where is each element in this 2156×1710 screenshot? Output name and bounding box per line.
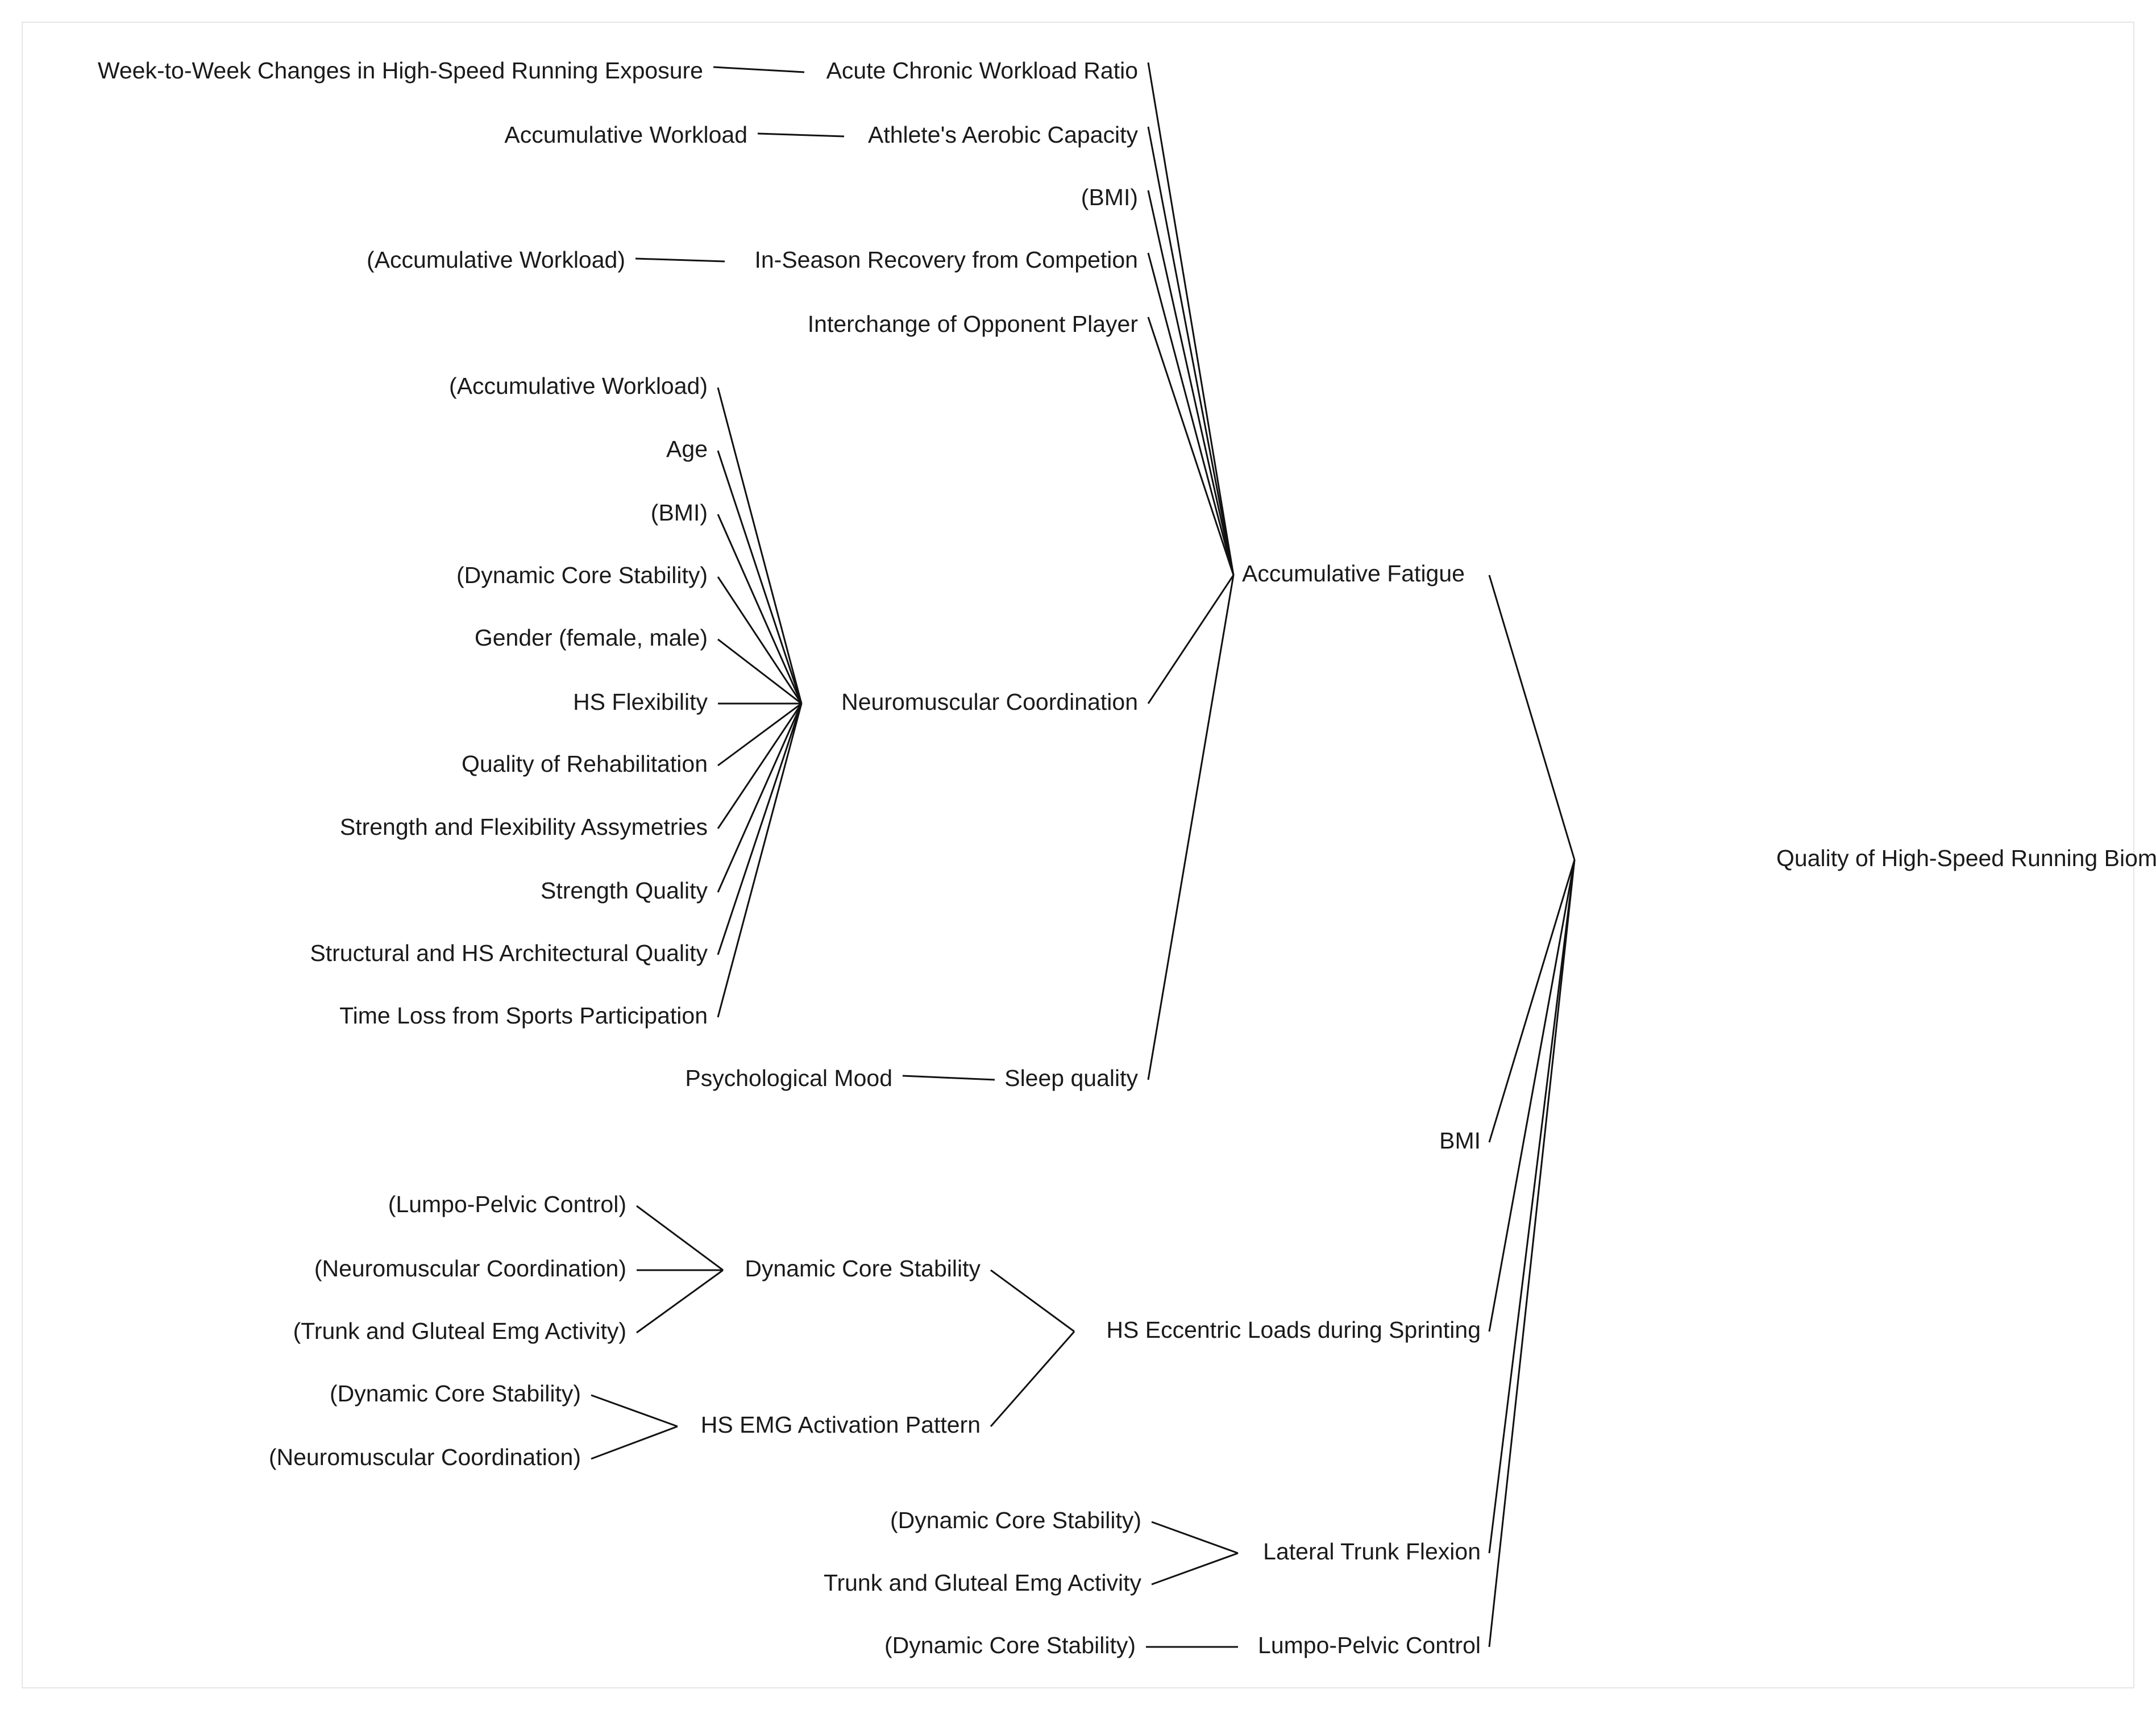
edge-neuro-to-acc_fatigue <box>1147 575 1235 704</box>
edge-interchange-to-acc_fatigue <box>1147 317 1235 576</box>
edge-nc_ref2-to-emg_pattern <box>591 1425 678 1460</box>
edge-bmi_ref_nc-to-neuro <box>717 514 803 704</box>
edge-strength-to-neuro <box>717 703 803 893</box>
edge-acc_workload_ref2-to-neuro <box>717 387 803 704</box>
node-acc-workload-ref1: (Accumulative Workload) <box>367 247 625 273</box>
edge-tge-to-lat_trunk <box>1151 1552 1239 1586</box>
node-acc-fatigue: Accumulative Fatigue <box>1242 560 1465 586</box>
node-age: Age <box>666 436 708 462</box>
node-acwr: Acute Chronic Workload Ratio <box>826 57 1138 84</box>
node-nc-ref2: (Neuromuscular Coordination) <box>269 1444 581 1470</box>
edge-bmi_main-to-root <box>1488 859 1576 1143</box>
edge-asym-to-neuro <box>717 703 803 829</box>
node-hs-flex: HS Flexibility <box>573 689 708 715</box>
edge-layer <box>591 62 1576 1648</box>
node-mood: Psychological Mood <box>685 1065 892 1091</box>
node-sleep: Sleep quality <box>1004 1065 1138 1091</box>
edge-tge_ref-to-dcs <box>636 1269 724 1334</box>
edge-timeloss-to-neuro <box>717 703 803 1018</box>
edge-aerobic-to-acc_fatigue <box>1147 126 1235 576</box>
edge-lpc_ref-to-dcs <box>636 1205 724 1271</box>
node-timeloss: Time Loss from Sports Participation <box>339 1002 708 1029</box>
node-rehab: Quality of Rehabilitation <box>462 751 708 777</box>
node-dcs-ref-lpc: (Dynamic Core Stability) <box>884 1632 1136 1658</box>
node-aerobic: Athlete's Aerobic Capacity <box>868 122 1139 148</box>
edge-acc_workload_ref1-to-recovery <box>635 257 725 263</box>
label-layer: Quality of High-Speed Running Biomechani… <box>98 57 2156 1658</box>
node-root: Quality of High-Speed Running Biomechani… <box>1776 845 2156 871</box>
node-acc-workload-ref2: (Accumulative Workload) <box>449 373 708 399</box>
node-bmi-ref-af: (BMI) <box>1081 184 1138 210</box>
edge-acc_fatigue-to-root <box>1488 575 1576 860</box>
edge-rehab-to-neuro <box>717 702 802 767</box>
edge-recovery-to-acc_fatigue <box>1147 252 1235 576</box>
node-acc-workload: Accumulative Workload <box>504 122 747 148</box>
diagram-frame <box>22 22 2134 1688</box>
edge-mood-to-sleep <box>902 1075 995 1081</box>
node-lat-trunk: Lateral Trunk Flexion <box>1263 1538 1481 1565</box>
edge-week_change-to-acwr <box>713 66 805 73</box>
edge-age-to-neuro <box>717 450 803 704</box>
node-dcs: Dynamic Core Stability <box>745 1255 981 1282</box>
node-dcs-ref-nc: (Dynamic Core Stability) <box>456 562 708 588</box>
node-week-change: Week-to-Week Changes in High-Speed Runni… <box>98 57 703 84</box>
edge-dcs-to-hs_ecc <box>990 1269 1075 1333</box>
edge-acwr-to-acc_fatigue <box>1147 62 1235 576</box>
node-tge: Trunk and Gluteal Emg Activity <box>824 1570 1142 1596</box>
edge-sleep-to-acc_fatigue <box>1147 575 1235 1080</box>
edge-acc_workload-to-aerobic <box>757 132 845 138</box>
node-tge-ref: (Trunk and Gluteal Emg Activity) <box>293 1318 626 1344</box>
node-dcs-ref-ltf: (Dynamic Core Stability) <box>890 1507 1141 1533</box>
edge-dcs_ref_emg-to-emg_pattern <box>591 1394 678 1428</box>
node-strength: Strength Quality <box>541 877 708 904</box>
edge-dcs_ref_ltf-to-lat_trunk <box>1151 1521 1239 1554</box>
node-gender: Gender (female, male) <box>475 625 708 651</box>
node-interchange: Interchange of Opponent Player <box>808 311 1138 337</box>
edge-lumpo-to-root <box>1488 859 1576 1647</box>
edge-structural-to-neuro <box>717 703 803 955</box>
node-bmi-main: BMI <box>1439 1127 1481 1154</box>
edge-dcs_ref_nc-to-neuro <box>717 576 803 704</box>
node-nc-ref1: (Neuromuscular Coordination) <box>314 1255 626 1282</box>
edge-lat_trunk-to-root <box>1488 859 1576 1554</box>
edge-hs_ecc-to-root <box>1488 859 1576 1332</box>
edge-gender-to-neuro <box>717 638 802 705</box>
node-recovery: In-Season Recovery from Competion <box>754 247 1138 273</box>
node-hs-ecc: HS Eccentric Loads during Sprinting <box>1106 1317 1481 1343</box>
node-lumpo: Lumpo-Pelvic Control <box>1258 1632 1481 1658</box>
node-dcs-ref-emg: (Dynamic Core Stability) <box>330 1380 581 1407</box>
edge-emg_pattern-to-hs_ecc <box>990 1331 1075 1427</box>
edge-bmi_ref_af-to-acc_fatigue <box>1147 190 1235 576</box>
node-bmi-ref-nc: (BMI) <box>651 500 708 526</box>
node-emg-pattern: HS EMG Activation Pattern <box>701 1412 981 1438</box>
node-neuro: Neuromuscular Coordination <box>841 689 1138 715</box>
node-structural: Structural and HS Architectural Quality <box>310 940 708 966</box>
node-lpc-ref: (Lumpo-Pelvic Control) <box>388 1191 626 1217</box>
node-asym: Strength and Flexibility Assymetries <box>340 814 708 840</box>
